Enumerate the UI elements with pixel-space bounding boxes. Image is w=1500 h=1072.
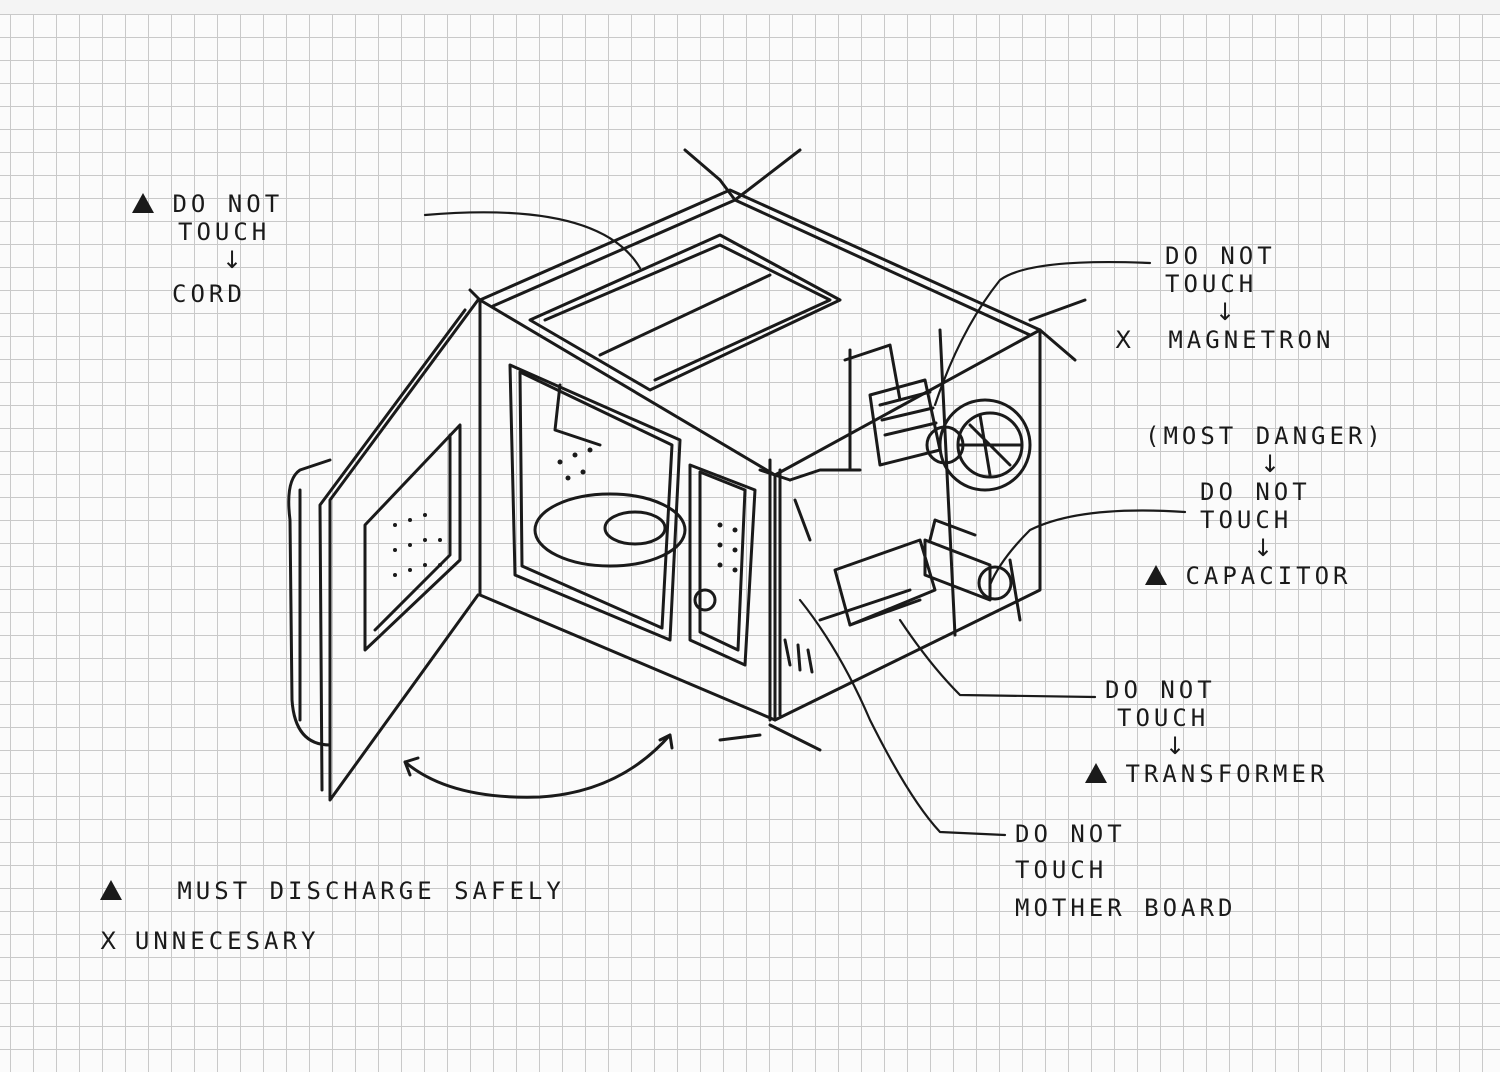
capacitor-line1: DO NOT — [1145, 478, 1385, 506]
control-panel — [690, 460, 812, 720]
transformer-part-label: TRANSFORMER — [1125, 760, 1328, 788]
magnetron-line2: TOUCH — [1115, 270, 1334, 298]
leader-motherboard — [800, 600, 1005, 835]
open-door — [289, 300, 478, 800]
motherboard-part-label: MOTHER BOARD — [1015, 894, 1236, 922]
down-arrow-icon: ↓ — [132, 246, 283, 274]
annotation-cord: DO NOT TOUCH ↓ CORD — [132, 190, 283, 308]
cord-part-label: CORD — [132, 280, 283, 308]
warning-triangle-icon — [132, 193, 154, 213]
door-swing-arrow — [405, 735, 672, 797]
capacitor-unit — [925, 520, 1011, 600]
capacitor-line2: TOUCH — [1145, 506, 1385, 534]
leader-transformer — [900, 620, 1095, 697]
microwave-body — [470, 150, 1085, 750]
down-arrow-icon: ↓ — [1085, 732, 1328, 760]
annotation-magnetron: DO NOT TOUCH ↓ X MAGNETRON — [1115, 242, 1334, 354]
legend-triangle-row: MUST DISCHARGE SAFELY — [100, 866, 565, 916]
capacitor-part-label: CAPACITOR — [1185, 562, 1351, 590]
legend-x-text: UNNECESARY — [135, 927, 320, 955]
magnetron-part-label: MAGNETRON — [1168, 326, 1334, 354]
annotation-motherboard: DO NOT TOUCH MOTHER BOARD — [1015, 820, 1236, 922]
annotation-capacitor: (MOST DANGER) ↓ DO NOT TOUCH ↓ CAPACITOR — [1145, 422, 1385, 590]
control-dots — [718, 523, 738, 573]
legend-x-row: X UNNECESARY — [100, 916, 565, 966]
cord-line2: TOUCH — [132, 218, 283, 246]
door-vent-dots — [393, 513, 442, 577]
cooling-fan — [927, 400, 1030, 490]
legend: MUST DISCHARGE SAFELY X UNNECESARY — [100, 866, 565, 966]
vent-dots-front — [558, 448, 593, 481]
motherboard-line2: TOUCH — [1015, 856, 1236, 884]
down-arrow-icon: ↓ — [1145, 450, 1385, 478]
transformer-line2: TOUCH — [1085, 704, 1328, 732]
internal-frame — [790, 330, 1020, 635]
warning-triangle-icon — [100, 880, 122, 900]
magnetron-line1: DO NOT — [1115, 242, 1334, 270]
annotation-transformer: DO NOT TOUCH ↓ TRANSFORMER — [1085, 676, 1328, 788]
motherboard-line1: DO NOT — [1015, 820, 1236, 848]
leader-cord — [425, 212, 640, 268]
legend-triangle-text: MUST DISCHARGE SAFELY — [177, 877, 564, 905]
x-mark-icon: X — [100, 927, 116, 955]
transformer-unit — [820, 540, 935, 625]
down-arrow-icon: ↓ — [1115, 298, 1334, 326]
x-mark-icon: X — [1115, 326, 1131, 354]
cord-line1: DO NOT — [172, 190, 283, 218]
transformer-line1: DO NOT — [1085, 676, 1328, 704]
most-danger-note: (MOST DANGER) — [1145, 422, 1385, 450]
warning-triangle-icon — [1085, 763, 1107, 783]
down-arrow-icon: ↓ — [1145, 534, 1385, 562]
warning-triangle-icon — [1145, 565, 1167, 585]
